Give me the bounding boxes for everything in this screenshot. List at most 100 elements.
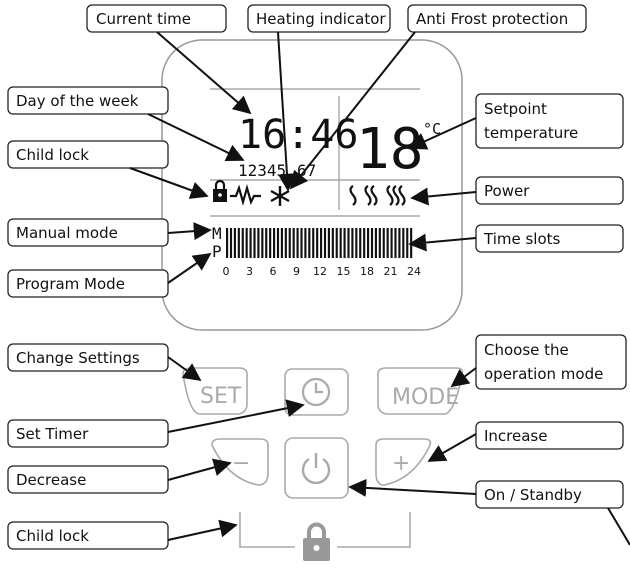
- bottom-lock-icon: [303, 522, 330, 561]
- time-slot-bar: [406, 228, 409, 258]
- time-slot-bar: [233, 228, 236, 258]
- child-lock-bracket: [239, 512, 411, 548]
- svg-text:Heating indicator: Heating indicator: [256, 10, 386, 28]
- hour-tick-label: 9: [293, 265, 300, 278]
- time-slot-bar: [363, 228, 366, 258]
- time-slot-bar: [226, 228, 229, 258]
- days-of-week-left: 12345: [238, 161, 286, 180]
- time-slot-bar: [335, 228, 338, 258]
- hour-tick-label: 21: [384, 265, 398, 278]
- time-slot-bar: [343, 228, 346, 258]
- svg-text:Increase: Increase: [484, 427, 547, 445]
- callout-set-timer: Set Timer: [7, 419, 169, 448]
- device-body: [161, 39, 463, 331]
- current-time-readout: 16:46: [238, 112, 358, 158]
- time-slot-bar: [261, 228, 264, 258]
- svg-text:Time slots: Time slots: [483, 230, 561, 248]
- svg-text:operation mode: operation mode: [484, 365, 603, 383]
- hour-tick-label: 0: [223, 265, 230, 278]
- clock-icon: [301, 377, 331, 407]
- callout-heating-indicator: Heating indicator: [247, 4, 391, 33]
- time-slot-bar: [304, 228, 307, 258]
- time-slot-bar: [398, 228, 401, 258]
- svg-text:Power: Power: [484, 182, 530, 200]
- callout-decrease: Decrease: [7, 465, 169, 494]
- hour-tick-label: 12: [313, 265, 327, 278]
- time-slot-bar: [347, 228, 350, 258]
- time-slot-bar: [280, 228, 283, 258]
- time-slot-bar: [312, 228, 315, 258]
- svg-text:Child lock: Child lock: [16, 527, 89, 545]
- decrease-button-label: −: [232, 451, 250, 476]
- time-slot-bar: [370, 228, 374, 258]
- power-level-icon: [349, 185, 406, 206]
- time-slot-bar: [351, 228, 354, 258]
- increase-button-label: +: [392, 451, 410, 476]
- time-slot-bar: [288, 228, 291, 258]
- time-slot-bar: [378, 228, 381, 258]
- setpoint-readout: 18: [356, 117, 423, 182]
- time-slot-bar: [359, 228, 362, 258]
- svg-text:Set Timer: Set Timer: [16, 425, 89, 443]
- svg-text:Day of the week: Day of the week: [16, 92, 139, 110]
- time-slot-bar: [269, 228, 272, 258]
- time-slot-bar: [316, 228, 319, 258]
- svg-text:Setpoint: Setpoint: [484, 100, 547, 118]
- increase-button[interactable]: [375, 438, 432, 486]
- time-slot-bar: [296, 228, 299, 258]
- time-slot-bar: [276, 228, 280, 258]
- time-slot-bar: [327, 228, 330, 258]
- callout-manual-mode: Manual mode: [7, 218, 169, 247]
- svg-text:On / Standby: On / Standby: [484, 486, 582, 504]
- svg-text:Decrease: Decrease: [16, 471, 86, 489]
- time-slot-bars: [226, 228, 413, 258]
- svg-text:Current time: Current time: [96, 10, 191, 28]
- callout-on-standby: On / Standby: [475, 480, 624, 509]
- time-slot-bar: [265, 228, 268, 258]
- hour-tick-label: 15: [337, 265, 351, 278]
- callout-change-settings: Change Settings: [7, 343, 169, 372]
- time-slot-bar: [284, 228, 287, 258]
- callout-child-lock-bottom: Child lock: [7, 521, 169, 550]
- time-slot-bar: [394, 228, 397, 258]
- hour-tick-label: 24: [407, 265, 421, 278]
- heating-indicator-icon: [230, 183, 261, 207]
- hour-tick-label: 3: [246, 265, 253, 278]
- time-slot-bar: [320, 228, 323, 258]
- svg-text:Change Settings: Change Settings: [16, 349, 140, 367]
- manual-mode-indicator: M: [212, 224, 222, 243]
- svg-text:Anti Frost protection: Anti Frost protection: [416, 10, 568, 28]
- power-icon: [301, 453, 331, 485]
- callout-current-time: Current time: [86, 4, 227, 33]
- callout-choose-mode: Choose the operation mode: [475, 334, 627, 390]
- callout-arrows: [129, 31, 630, 546]
- time-slot-bar: [237, 228, 240, 258]
- time-slot-bar: [374, 228, 377, 258]
- time-slot-bar: [308, 228, 311, 258]
- time-slot-bar: [367, 228, 370, 258]
- set-button-label: SET: [200, 384, 242, 409]
- decrease-button[interactable]: [211, 438, 269, 486]
- callout-program-mode: Program Mode: [7, 269, 169, 298]
- time-slot-bar: [323, 228, 327, 258]
- time-slot-bar: [292, 228, 295, 258]
- callout-setpoint: Setpoint temperature: [475, 93, 624, 149]
- hour-tick-label: 6: [270, 265, 277, 278]
- svg-text:Manual mode: Manual mode: [16, 224, 118, 242]
- callout-child-lock-top: Child lock: [7, 140, 169, 169]
- callout-time-slots: Time slots: [475, 224, 624, 253]
- time-slot-bar: [245, 228, 248, 258]
- svg-text:Program Mode: Program Mode: [16, 275, 125, 293]
- svg-text:Choose the: Choose the: [484, 341, 569, 359]
- mode-button-label: MODE: [392, 385, 459, 410]
- time-slot-bar: [331, 228, 334, 258]
- program-mode-indicator: P: [212, 242, 222, 261]
- time-slot-bar: [253, 228, 256, 258]
- time-slot-bar: [229, 228, 233, 258]
- time-slot-bar: [300, 228, 303, 258]
- time-slot-bar: [402, 228, 405, 258]
- time-slot-bar: [257, 228, 260, 258]
